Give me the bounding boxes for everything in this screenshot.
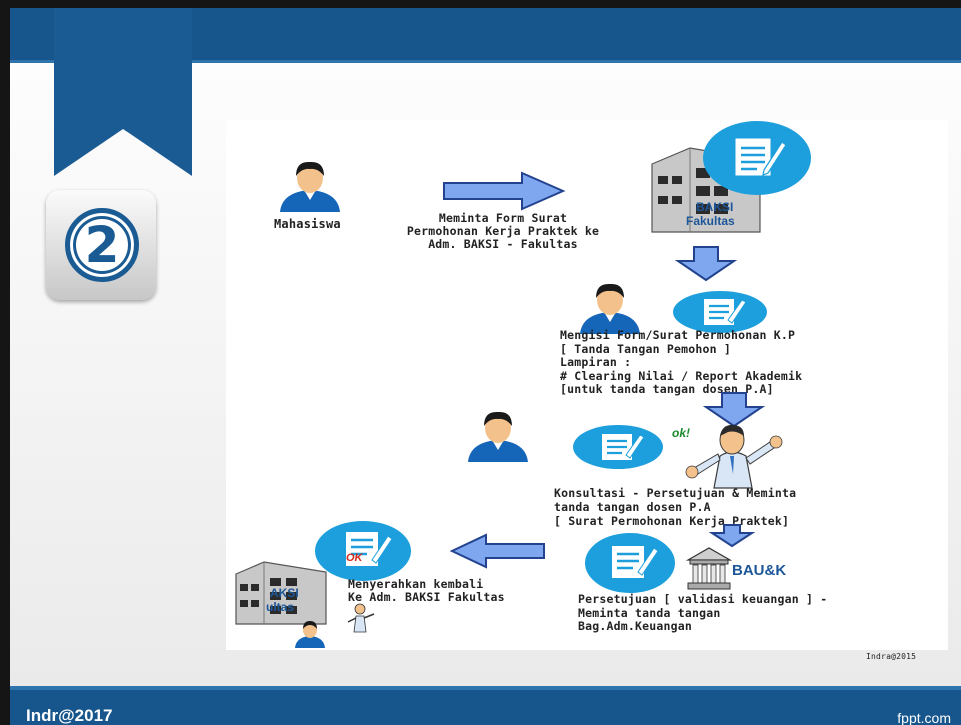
lecturer-figure-icon: [685, 424, 783, 489]
ok-speech-label: ok!: [672, 426, 690, 440]
step3-text: Konsultasi - Persetujuan & Meminta tanda…: [554, 486, 797, 528]
step-number-badge: 2: [46, 190, 156, 300]
step5-text: Menyerahkan kembali Ke Adm. BAKSI Fakult…: [348, 577, 505, 604]
credit-text: Indra@2015: [866, 652, 917, 661]
actor-mahasiswa-label: Mahasiswa: [274, 217, 341, 231]
bank-building-icon: [685, 547, 733, 590]
building-small-label-1: AKSI: [270, 586, 299, 600]
bottom-bar: Indr@2017 fppt.com: [10, 686, 961, 725]
document-circle-icon-2: [673, 291, 767, 333]
document-circle-icon-4: [585, 533, 675, 593]
building-label-baksi: BAKSI: [696, 200, 734, 214]
document-ok-circle-icon: [315, 521, 411, 581]
document-circle-icon: [703, 121, 811, 195]
building-small-label-2: ultas: [266, 600, 295, 614]
ribbon-bookmark: [54, 8, 192, 176]
step4-text: Persetujuan [ validasi keuangan ] - Memi…: [578, 592, 828, 633]
footer-author: Indr@2017: [26, 706, 113, 725]
handover-figure-icon: [347, 603, 375, 633]
arrow-down-icon: [674, 246, 738, 282]
arrow-right-icon: [443, 171, 566, 211]
footer-brand: fppt.com: [897, 710, 951, 725]
bauk-label: BAU&K: [732, 562, 787, 579]
building-icon-small: [235, 561, 327, 625]
student-person-icon-3: [468, 411, 528, 462]
student-person-icon-2: [580, 283, 640, 334]
ok-stamp: OK: [346, 552, 363, 564]
slide: 2 Mahasiswa Meminta Form Surat Permohona…: [10, 8, 961, 725]
student-person-icon: [280, 161, 340, 212]
step2-text: Mengisi Form/Surat Permohonan K.P [ Tand…: [560, 328, 803, 396]
flow-diagram: Mahasiswa Meminta Form Surat Permohonan …: [226, 120, 948, 661]
document-circle-icon-3: [573, 425, 663, 469]
step1-text: Meminta Form Surat Permohonan Kerja Prak…: [406, 211, 600, 251]
student-person-icon-small: [295, 621, 325, 648]
arrow-down-icon-3: [708, 524, 756, 548]
building-label-fakultas: Fakultas: [686, 214, 735, 228]
arrow-left-icon: [449, 533, 545, 569]
arrow-down-icon-2: [702, 392, 766, 428]
step-number: 2: [65, 208, 139, 282]
